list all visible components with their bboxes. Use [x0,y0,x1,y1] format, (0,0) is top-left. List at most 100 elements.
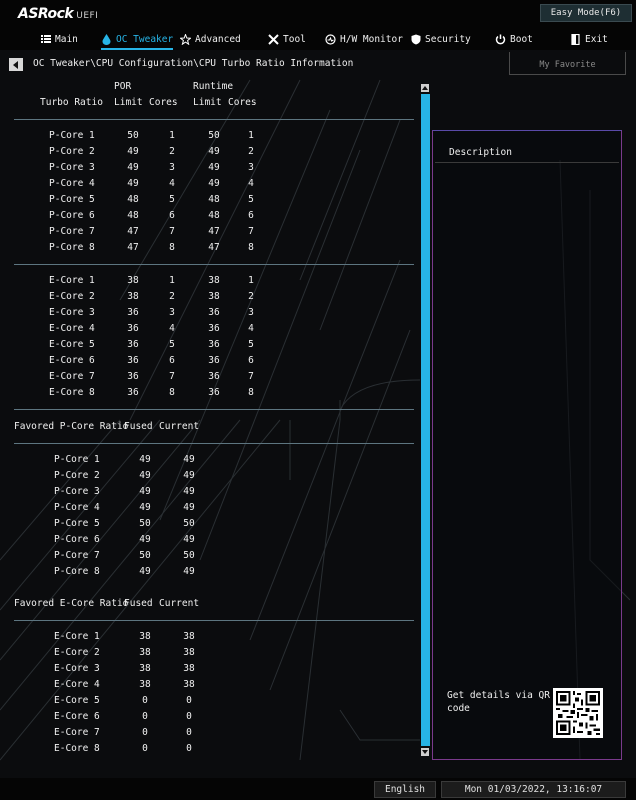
por-limit-value: 38 [127,291,139,302]
runtime-cores-value: 8 [248,242,254,253]
current-value: 0 [186,711,192,722]
tab-boot[interactable]: Boot [495,28,533,50]
por-cores-value: 4 [169,178,175,189]
fused-value: 50 [139,550,151,561]
core-name: P-Core 3 [49,162,95,173]
current-value: 38 [183,647,195,658]
core-name: P-Core 5 [54,518,100,529]
por-cores-value: 1 [169,130,175,141]
core-name: E-Core 3 [49,307,95,318]
runtime-cores-value: 2 [248,146,254,157]
main-tabs: Main OC Tweaker Advanced Tool H/W Monito… [0,28,636,50]
tab-exit[interactable]: Exit [570,28,608,50]
core-name: E-Core 6 [49,355,95,366]
runtime-limit-value: 47 [208,242,220,253]
por-cores-value: 2 [169,291,175,302]
scroll-up-button[interactable] [421,84,429,92]
por-cores-value: 2 [169,146,175,157]
por-limit-value: 49 [127,146,139,157]
por-limit-value: 36 [127,339,139,350]
por-limit-value: 49 [127,178,139,189]
current-value: 49 [183,502,195,513]
runtime-cores-value: 1 [248,130,254,141]
por-limit-value: 36 [127,307,139,318]
por-cores-value: 1 [169,275,175,286]
qr-caption: Get details via QR code [447,690,550,714]
por-cores-value: 5 [169,339,175,350]
runtime-limit-value: 49 [208,146,220,157]
tab-tool[interactable]: Tool [268,28,306,50]
runtime-limit-value: 48 [208,210,220,221]
por-cores-value: 3 [169,307,175,318]
exit-icon [570,33,581,45]
separator [14,620,414,621]
language-selector[interactable]: English [374,781,436,798]
por-cores-value: 8 [169,387,175,398]
fused-value: 0 [142,743,148,754]
por-limit-value: 36 [127,371,139,382]
tab-oc-tweaker[interactable]: OC Tweaker [101,28,174,50]
fused-value: 49 [139,486,151,497]
core-name: E-Core 2 [49,291,95,302]
core-name: P-Core 6 [54,534,100,545]
core-name: P-Core 6 [49,210,95,221]
current-value: 38 [183,679,195,690]
scroll-down-button[interactable] [421,748,429,756]
fused-value: 49 [139,566,151,577]
runtime-limit-value: 38 [208,275,220,286]
breadcrumb: OC Tweaker\CPU Configuration\CPU Turbo R… [33,58,354,69]
content-scrollbar[interactable] [419,84,431,758]
monitor-icon [325,33,336,45]
tab-hw-monitor[interactable]: H/W Monitor [325,28,403,50]
runtime-limit-value: 36 [208,355,220,366]
core-name: P-Core 5 [49,194,95,205]
core-name: P-Core 1 [49,130,95,141]
fused-value: 49 [139,502,151,513]
easy-mode-button[interactable]: Easy Mode(F6) [540,4,632,22]
por-limit-value: 38 [127,275,139,286]
current-value: 0 [186,727,192,738]
core-name: E-Core 4 [54,679,100,690]
back-button[interactable] [9,58,23,71]
runtime-limit-value: 36 [208,323,220,334]
description-header: Description [435,133,619,163]
description-title: Description [449,147,512,158]
tab-security[interactable]: Security [410,28,471,50]
runtime-limit-value: 36 [208,371,220,382]
tab-main[interactable]: Main [40,28,78,50]
caret-down-icon [422,750,428,754]
current-value: 0 [186,743,192,754]
back-arrow-icon [13,60,18,69]
runtime-cores-value: 3 [248,162,254,173]
core-name: P-Core 8 [54,566,100,577]
core-name: E-Core 5 [49,339,95,350]
runtime-limit-value: 38 [208,291,220,302]
runtime-cores-value: 5 [248,194,254,205]
fused-value: 50 [139,518,151,529]
tab-advanced[interactable]: Advanced [180,28,241,50]
runtime-cores-value: 7 [248,371,254,382]
por-limit-value: 36 [127,387,139,398]
por-limit-value: 36 [127,323,139,334]
my-favorite-button[interactable]: My Favorite [509,52,626,75]
por-cores-value: 4 [169,323,175,334]
description-panel: Description Get details via QR code [432,130,622,760]
current-value: 49 [183,486,195,497]
turbo-ratio-content: POR Runtime Turbo Ratio Limit Cores Limi… [0,76,420,766]
scroll-thumb[interactable] [421,94,430,746]
runtime-cores-value: 4 [248,323,254,334]
current-value: 49 [183,534,195,545]
fused-value: 0 [142,695,148,706]
